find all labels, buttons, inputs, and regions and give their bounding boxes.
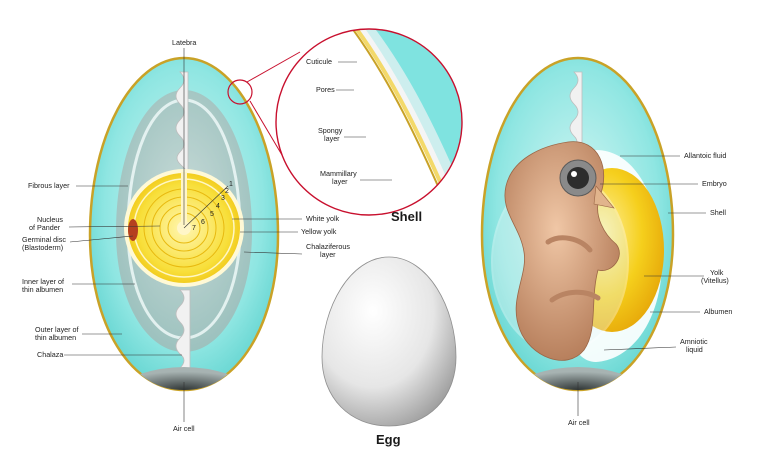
label-nucleus-pander-2: of Pander: [29, 223, 61, 232]
label-chalaza: Chalaza: [37, 350, 63, 359]
embryo-limb: [545, 235, 593, 253]
zoom-connector-bottom: [249, 100, 283, 156]
label-allantoic-fluid: Allantoic fluid: [684, 151, 726, 160]
label-nucleus-pander-1: Nucleus: [37, 215, 63, 224]
yolk-number-1: 1: [229, 181, 233, 188]
label-air-cell-left: Air cell: [173, 424, 195, 433]
yolk-number-4: 4: [216, 203, 220, 210]
label-fibrous-layer: Fibrous layer: [28, 181, 70, 190]
yolk-number-6: 6: [201, 219, 205, 226]
leader-nucleus-pander: [68, 225, 161, 228]
leader-chalaziferous: [243, 251, 303, 255]
label-albumen: Albumen: [704, 307, 732, 316]
label-outer-thin-albumen-2: thin albumen: [35, 333, 76, 342]
label-white-yolk: White yolk: [306, 214, 340, 223]
label-shell: Shell: [710, 208, 726, 217]
center-egg: Egg: [321, 256, 457, 447]
label-mammillary-2: layer: [332, 177, 348, 186]
yolk-number-7: 7: [192, 225, 196, 232]
left-air-cell: [140, 367, 228, 390]
zoom-connector-top: [246, 51, 301, 83]
right-chalaza-top: [569, 71, 583, 149]
right-egg-labels: Allantoic fluid Embryo Shell Yolk (Vitel…: [568, 151, 732, 427]
germinal-disc: [128, 219, 138, 241]
yolk-number-5: 5: [210, 211, 214, 218]
label-amniotic-2: liquid: [686, 345, 703, 354]
embryo-limb: [549, 289, 601, 303]
label-inner-thin-albumen-2: thin albumen: [22, 285, 63, 294]
label-latebra: Latebra: [172, 38, 196, 47]
label-yolk-2: (Vitellus): [701, 276, 729, 285]
leader-amniotic: [603, 346, 677, 351]
chalaza-top: [175, 71, 189, 173]
embryo-beak: [593, 185, 615, 209]
label-yolk-1: Yolk: [710, 268, 724, 277]
label-pores: Pores: [316, 85, 335, 94]
left-egg: 1 2 3 4 5 6 7: [88, 56, 280, 392]
leader-germinal-disc: [69, 235, 134, 243]
label-spongy-1: Spongy: [318, 126, 343, 135]
zoom-circle-border: [275, 28, 463, 216]
egg-title: Egg: [376, 432, 401, 447]
yolk-number-2: 2: [225, 188, 229, 195]
chalaza-bottom: [175, 289, 191, 369]
label-embryo: Embryo: [702, 179, 727, 188]
shell-title: Shell: [391, 209, 422, 224]
label-yellow-yolk: Yellow yolk: [301, 227, 337, 236]
yolk-number-3: 3: [221, 195, 225, 202]
white-egg: [321, 256, 457, 427]
label-chalaziferous-2: layer: [320, 250, 336, 259]
label-air-cell-right: Air cell: [568, 418, 590, 427]
label-mammillary-1: Mammillary: [320, 169, 357, 178]
label-amniotic-1: Amniotic: [680, 337, 708, 346]
label-cuticule: Cuticule: [306, 57, 332, 66]
zoom-source-marker: [227, 79, 253, 105]
label-chalaziferous-1: Chalaziferous: [306, 242, 350, 251]
label-outer-thin-albumen-1: Outer layer of: [35, 325, 79, 334]
yolk-number-leader: [183, 185, 229, 229]
label-spongy-2: layer: [324, 134, 340, 143]
label-inner-thin-albumen-1: Inner layer of: [22, 277, 64, 286]
right-egg: [480, 56, 675, 392]
label-germinal-disc-1: Germinal disc: [22, 235, 66, 244]
right-air-cell: [534, 367, 622, 390]
embryo-eye-inner: [567, 167, 589, 189]
left-egg-labels: Latebra Fibrous layer Nucleus of Pander …: [22, 38, 350, 433]
label-germinal-disc-2: (Blastoderm): [22, 243, 63, 252]
embryo: [504, 141, 620, 361]
embryo-eye-highlight: [571, 171, 577, 177]
